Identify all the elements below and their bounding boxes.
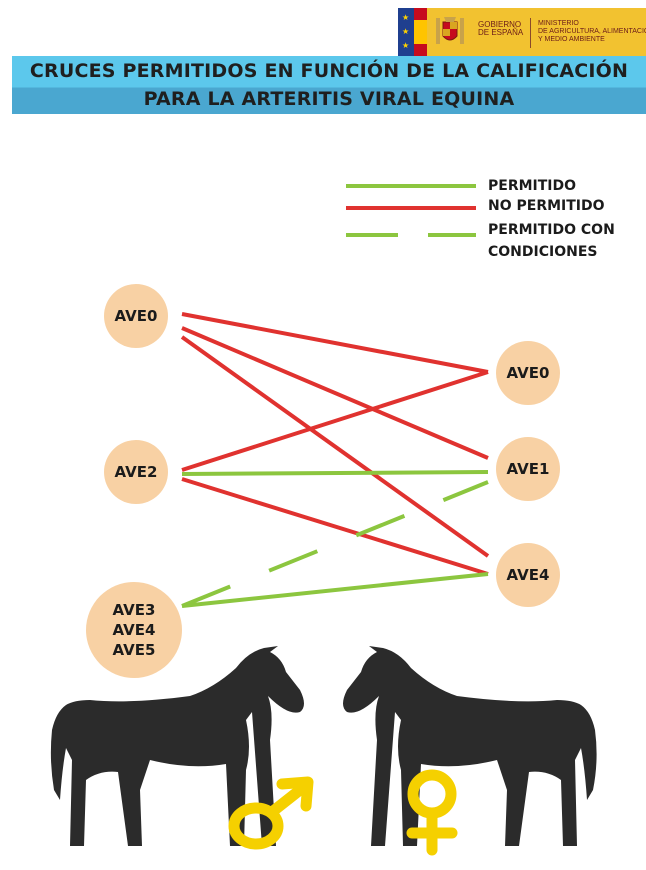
- male-node-ave345: AVE3 AVE4 AVE5: [86, 582, 182, 678]
- legend-label-conditional-2: CONDICIONES: [488, 244, 598, 260]
- spain-flag-icon: [414, 8, 427, 56]
- title-band: [12, 56, 646, 114]
- title-line-2: PARA LA ARTERITIS VIRAL EQUINA: [143, 88, 515, 110]
- page-title: CRUCES PERMITIDOS EN FUNCIÓN DE LA CALIF…: [12, 57, 646, 113]
- node-label: AVE5: [112, 641, 156, 659]
- male-node-ave0: AVE0: [104, 284, 168, 348]
- government-label: GOBIERNO DE ESPAÑA: [478, 20, 524, 37]
- female-node-ave1: AVE1: [496, 437, 560, 501]
- male-node-ave2: AVE2: [104, 440, 168, 504]
- female-node-ave0: AVE0: [496, 341, 560, 405]
- legend-label-not-permitted: NO PERMITIDO: [488, 198, 605, 214]
- legend: [346, 184, 476, 237]
- header-divider: [530, 18, 531, 48]
- cross-line-m_ave0-f_ave0: [181, 312, 489, 374]
- cross-line-m_ave2-f_ave4: [181, 477, 489, 576]
- legend-label-conditional-1: PERMITIDO CON: [488, 222, 615, 238]
- node-label: AVE0: [506, 364, 550, 382]
- female-node-ave4: AVE4: [496, 543, 560, 607]
- male-symbol-icon: [228, 776, 314, 850]
- cross-lines: [180, 312, 490, 608]
- female-symbol-icon: [406, 769, 458, 856]
- node-label: AVE4: [506, 566, 550, 584]
- cross-line-m_ave2-f_ave1: [181, 470, 489, 476]
- government-header: ★★★ GOBIERNO DE ESPAÑA MINISTERIO DE AGR…: [398, 8, 646, 56]
- cross-line-m_ave2-f_ave0: [181, 370, 489, 472]
- coat-of-arms-icon: [436, 17, 464, 44]
- mare-horse-icon: [343, 646, 597, 846]
- cross-line-m_ave0-f_ave1: [181, 326, 489, 460]
- node-label: AVE1: [506, 460, 550, 478]
- title-line-1: CRUCES PERMITIDOS EN FUNCIÓN DE LA CALIF…: [29, 60, 629, 82]
- node-label: AVE3: [112, 601, 156, 619]
- node-label: AVE0: [114, 307, 158, 325]
- ministry-label: MINISTERIO DE AGRICULTURA, ALIMENTACIÓN …: [538, 20, 646, 43]
- cross-line-m_ave345-f_ave1: [181, 480, 489, 608]
- node-label: AVE4: [112, 621, 156, 639]
- eu-flag-icon: ★★★: [398, 8, 414, 56]
- stallion-horse-icon: [50, 646, 304, 846]
- cross-line-m_ave0-f_ave4: [180, 335, 490, 558]
- cross-line-m_ave345-f_ave4: [181, 572, 489, 608]
- node-label: AVE2: [114, 463, 158, 481]
- legend-label-permitted: PERMITIDO: [488, 178, 577, 194]
